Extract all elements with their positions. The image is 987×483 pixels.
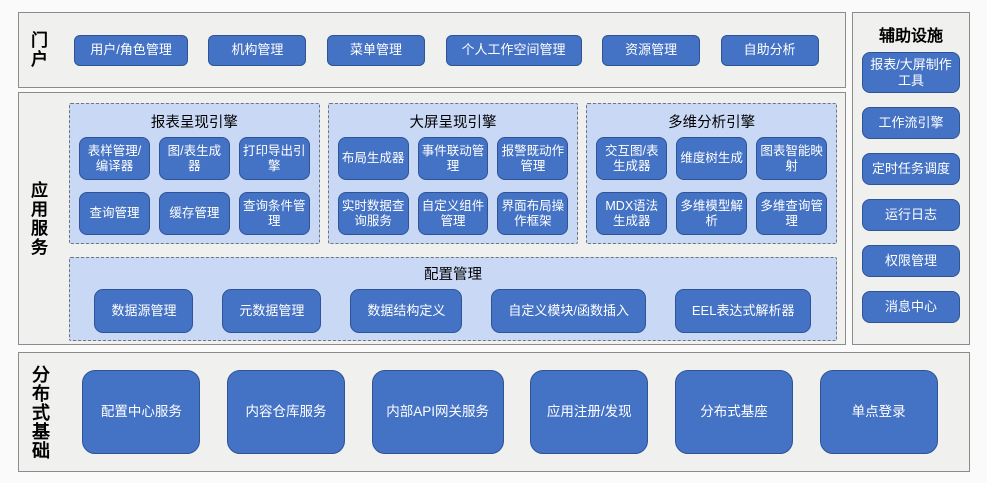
auxiliary-block: 报表/大屏制作工具 (862, 52, 960, 94)
engine-group-title: 报表呈现引擎 (150, 115, 238, 131)
foundation-block: 应用注册/发现 (530, 370, 649, 454)
portal-block: 个人工作空间管理 (445, 34, 582, 66)
engine-group-olap: 多维分析引擎 交互图/表生成器维度树生成图表智能映射 MDX语法生成器多维模型解析… (586, 103, 838, 244)
engine-block: MDX语法生成器 (596, 192, 668, 235)
config-block: 数据结构定义 (350, 289, 463, 333)
config-block: EEL表达式解析器 (674, 289, 812, 333)
config-block: 元数据管理 (222, 289, 322, 333)
app-services-section-label: 应用服务 (28, 180, 47, 257)
engine-block: 交互图/表生成器 (596, 137, 668, 180)
auxiliary-block: 运行日志 (862, 199, 960, 232)
engine-block: 报警既动作管理 (497, 137, 569, 180)
distributed-foundation-label: 分布式基础 (30, 364, 50, 460)
auxiliary-block: 权限管理 (862, 245, 960, 278)
portal-blocks: 用户/角色管理机构管理菜单管理个人工作空间管理资源管理自助分析 (48, 34, 845, 66)
engine-group-title: 大屏呈现引擎 (409, 115, 497, 131)
config-group-title: 配置管理 (424, 267, 482, 283)
engine-block: 表样管理/编译器 (79, 137, 150, 180)
foundation-block: 单点登录 (819, 370, 938, 454)
engine-block: 布局生成器 (337, 137, 409, 180)
engine-block: 打印导出引擎 (238, 137, 310, 180)
portal-section: 门户 用户/角色管理机构管理菜单管理个人工作空间管理资源管理自助分析 (18, 12, 846, 88)
engine-group-blocks: 交互图/表生成器维度树生成图表智能映射 MDX语法生成器多维模型解析多维查询管理 (596, 137, 828, 235)
auxiliary-section: 辅助设施 报表/大屏制作工具工作流引擎定时任务调度运行日志权限管理消息中心 (852, 12, 970, 345)
engine-block: 多维模型解析 (676, 192, 748, 235)
distributed-foundation-section: 分布式基础 配置中心服务内容仓库服务内部API网关服务应用注册/发现分布式基座单… (18, 352, 970, 472)
app-services-section: 应用服务 报表呈现引擎 表样管理/编译器图/表生成器打印导出引擎查询管理缓存管理… (18, 92, 846, 345)
foundation-block: 内部API网关服务 (371, 370, 504, 454)
engine-group-blocks: 表样管理/编译器图/表生成器打印导出引擎查询管理缓存管理查询条件管理 (79, 137, 310, 235)
engine-group-bigscreen: 大屏呈现引擎 布局生成器事件联动管理报警既动作管理实时数据查询服务自定义组件管理… (327, 103, 579, 244)
portal-block: 用户/角色管理 (74, 34, 188, 66)
engine-group-title: 多维分析引擎 (668, 115, 756, 131)
auxiliary-block: 定时任务调度 (862, 153, 960, 186)
config-management-group: 配置管理 数据源管理元数据管理数据结构定义自定义模块/函数插入 EEL表达式解析器 (69, 257, 837, 341)
portal-block: 资源管理 (602, 34, 701, 66)
portal-block: 菜单管理 (326, 34, 425, 66)
foundation-block: 内容仓库服务 (226, 370, 345, 454)
auxiliary-block: 工作流引擎 (862, 107, 960, 140)
config-group-blocks: 数据源管理元数据管理数据结构定义自定义模块/函数插入 EEL表达式解析器 (80, 289, 826, 333)
engine-block: 查询管理 (79, 192, 150, 235)
config-block: 自定义模块/函数插入 (491, 289, 646, 333)
engine-block: 界面布局操作框架 (497, 192, 569, 235)
engine-groups: 报表呈现引擎 表样管理/编译器图/表生成器打印导出引擎查询管理缓存管理查询条件管… (69, 103, 838, 244)
foundation-block: 配置中心服务 (82, 370, 201, 454)
portal-block: 机构管理 (208, 34, 307, 66)
engine-block: 事件联动管理 (417, 137, 489, 180)
portal-block: 自助分析 (720, 34, 819, 66)
engine-block: 图/表生成器 (158, 137, 230, 180)
engine-block: 实时数据查询服务 (337, 192, 409, 235)
engine-group-blocks: 布局生成器事件联动管理报警既动作管理实时数据查询服务自定义组件管理界面布局操作框… (337, 137, 569, 235)
app-services-body: 报表呈现引擎 表样管理/编译器图/表生成器打印导出引擎查询管理缓存管理查询条件管… (69, 103, 838, 341)
engine-block: 多维查询管理 (756, 192, 828, 235)
auxiliary-block: 消息中心 (862, 291, 960, 324)
distributed-foundation-blocks: 配置中心服务内容仓库服务内部API网关服务应用注册/发现分布式基座单点登录 (51, 370, 969, 454)
engine-block: 自定义组件管理 (417, 192, 489, 235)
engine-block: 维度树生成 (676, 137, 748, 180)
engine-block: 查询条件管理 (238, 192, 310, 235)
portal-section-label: 门户 (28, 31, 47, 69)
auxiliary-blocks: 报表/大屏制作工具工作流引擎定时任务调度运行日志权限管理消息中心 (853, 52, 969, 324)
config-block: 数据源管理 (94, 289, 194, 333)
engine-group-report: 报表呈现引擎 表样管理/编译器图/表生成器打印导出引擎查询管理缓存管理查询条件管… (69, 103, 320, 244)
engine-block: 缓存管理 (158, 192, 230, 235)
foundation-block: 分布式基座 (674, 370, 793, 454)
auxiliary-section-label: 辅助设施 (878, 28, 943, 45)
engine-block: 图表智能映射 (756, 137, 828, 180)
